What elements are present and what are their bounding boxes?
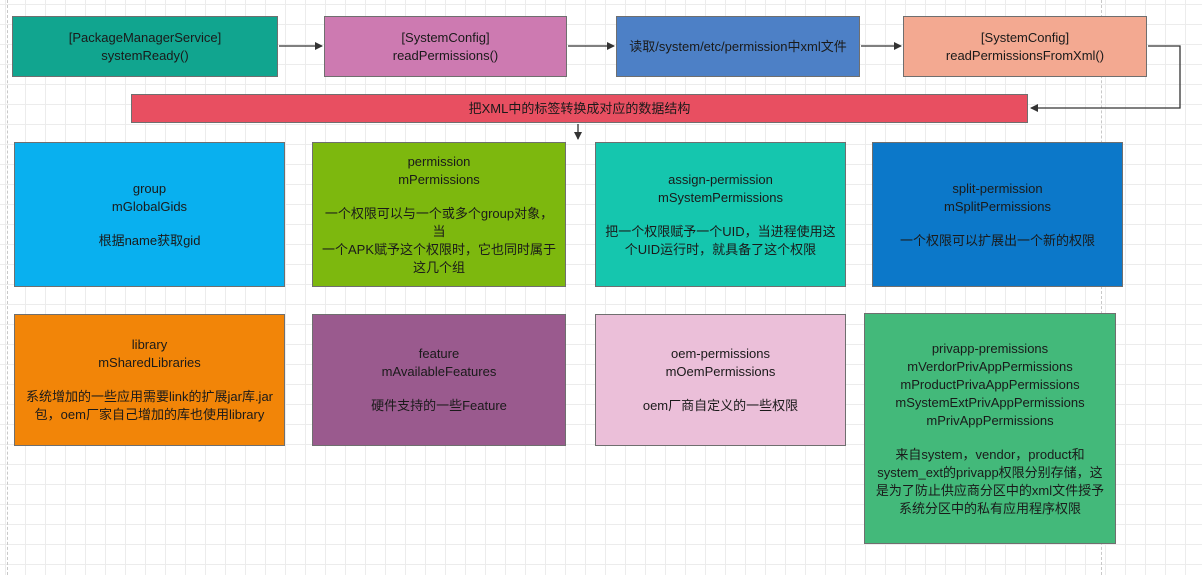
- oem-permissions-card: oem-permissions mOemPermissions oem厂商自定义…: [595, 314, 846, 446]
- card-field: mSharedLibraries: [98, 355, 201, 370]
- card-field: mPrivAppPermissions: [926, 412, 1054, 428]
- card-description: 一个APK赋予这个权限时，它也同时属于: [321, 241, 556, 257]
- feature-card: feature mAvailableFeatures 硬件支持的一些Featur…: [312, 314, 566, 446]
- card-title: permission: [407, 153, 471, 169]
- banner-text: 把XML中的标签转换成对应的数据结构: [468, 100, 691, 116]
- card-title: assign-permission: [668, 171, 773, 187]
- split-permission-card: split-permission mSplitPermissions 一个权限可…: [872, 142, 1123, 287]
- card-title: oem-permissions: [671, 346, 770, 361]
- box-line: systemReady(): [101, 47, 189, 63]
- card-field: mOemPermissions: [665, 364, 776, 379]
- card-field: mSystemPermissions: [658, 189, 783, 205]
- card-description: 是为了防止供应商分区中的xml文件授予: [875, 482, 1105, 498]
- card-field: mPermissions: [398, 171, 480, 187]
- card-field: mSystemExtPrivAppPermissions: [895, 394, 1085, 410]
- card-title: privapp-premissions: [931, 340, 1049, 356]
- card-description: 这几个组: [412, 259, 465, 275]
- box-line: readPermissionsFromXml(): [945, 47, 1105, 63]
- card-field: mAvailableFeatures: [381, 364, 497, 379]
- card-field: mProductPrivaAppPermissions: [900, 376, 1080, 392]
- guide-line-right: [1101, 0, 1102, 575]
- guide-line-left: [7, 0, 8, 575]
- card-description: 一个权限可以扩展出一个新的权限: [899, 232, 1095, 248]
- card-title: feature: [418, 346, 460, 361]
- read-permissions-from-xml-box: [SystemConfig] readPermissionsFromXml(): [903, 16, 1147, 77]
- box-line: [SystemConfig]: [980, 29, 1070, 45]
- card-title: library: [131, 337, 168, 352]
- card-description: 把一个权限赋予一个UID，当进程使用这: [605, 223, 836, 239]
- card-field: mGlobalGids: [111, 198, 188, 214]
- card-description: 系统增加的一些应用需要link的扩展jar库.jar: [25, 389, 273, 404]
- box-line: [SystemConfig]: [401, 29, 490, 45]
- card-description: 一个权限可以与一个或多个group对象，当: [324, 205, 554, 239]
- library-card: library mSharedLibraries 系统增加的一些应用需要link…: [14, 314, 285, 446]
- package-manager-service-box: [PackageManagerService] systemReady(): [12, 16, 278, 77]
- assign-permission-card: assign-permission mSystemPermissions 把一个…: [595, 142, 846, 287]
- box-line: 读取/system/etc/permission中xml文件: [629, 38, 847, 54]
- card-description: system_ext的privapp权限分别存储，这: [877, 464, 1103, 480]
- card-description: 来自system，vendor，product和: [895, 446, 1085, 462]
- box-line: readPermissions(): [392, 47, 499, 63]
- privapp-permissions-card: privapp-premissions mVerdorPrivAppPermis…: [864, 313, 1116, 544]
- card-description: oem厂商自定义的一些权限: [642, 398, 799, 413]
- group-card: group mGlobalGids 根据name获取gid: [14, 142, 285, 287]
- card-description: 根据name获取gid: [98, 232, 201, 248]
- card-title: split-permission: [952, 180, 1043, 196]
- card-title: group: [132, 180, 167, 196]
- read-xml-files-box: 读取/system/etc/permission中xml文件: [616, 16, 860, 77]
- read-permissions-box: [SystemConfig] readPermissions(): [324, 16, 567, 77]
- card-description: 系统分区中的私有应用程序权限: [898, 500, 1081, 516]
- permission-card: permission mPermissions 一个权限可以与一个或多个grou…: [312, 142, 566, 287]
- card-description: 硬件支持的一些Feature: [371, 398, 507, 413]
- box-line: [PackageManagerService]: [68, 29, 222, 45]
- xml-to-data-structure-banner: 把XML中的标签转换成对应的数据结构: [131, 94, 1028, 123]
- card-description: 包，oem厂家自己增加的库也使用library: [34, 407, 265, 422]
- card-field: mSplitPermissions: [944, 198, 1051, 214]
- card-description: 个UID运行时，就具备了这个权限: [624, 241, 817, 257]
- card-field: mVerdorPrivAppPermissions: [907, 358, 1073, 374]
